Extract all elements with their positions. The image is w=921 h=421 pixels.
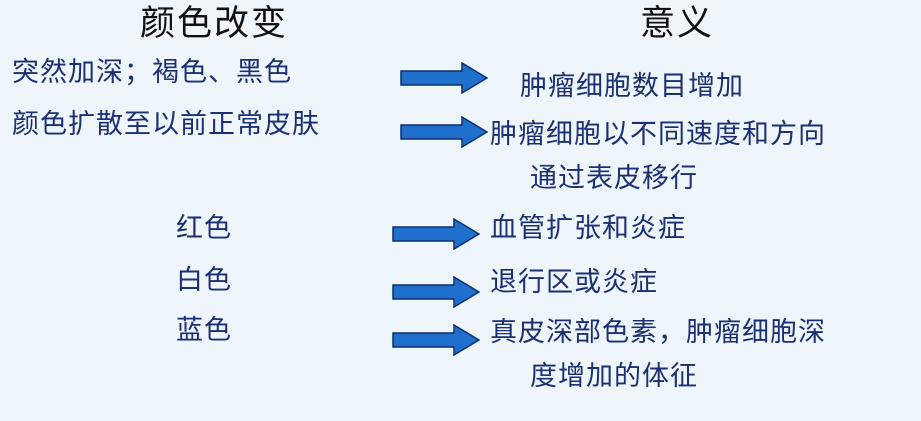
row-1-meaning: 肿瘤细胞数目增加 (520, 71, 744, 102)
row-4-change: 白色 (176, 265, 232, 296)
row-4-meaning: 退行区或炎症 (490, 267, 658, 298)
row-2-change: 颜色扩散至以前正常皮肤 (12, 109, 320, 140)
right-arrow-icon (392, 218, 480, 250)
header-color-change: 颜色改变 (140, 4, 289, 44)
row-3-change: 红色 (176, 213, 232, 244)
header-meaning: 意义 (640, 4, 715, 44)
row-2-meaning-line-2: 通过表皮移行 (530, 163, 698, 194)
row-3-meaning: 血管扩张和炎症 (490, 213, 686, 244)
row-5-meaning-line-2: 度增加的体征 (530, 361, 698, 392)
right-arrow-icon (392, 324, 480, 356)
row-1-change: 突然加深；褐色、黑色 (12, 57, 292, 88)
row-5-change: 蓝色 (176, 315, 232, 346)
right-arrow-icon (400, 116, 488, 148)
right-arrow-icon (400, 62, 488, 94)
row-5-meaning-line-1: 真皮深部色素，肿瘤细胞深 (490, 317, 826, 348)
row-2-meaning-line-1: 肿瘤细胞以不同速度和方向 (490, 119, 826, 150)
right-arrow-icon (392, 276, 480, 308)
